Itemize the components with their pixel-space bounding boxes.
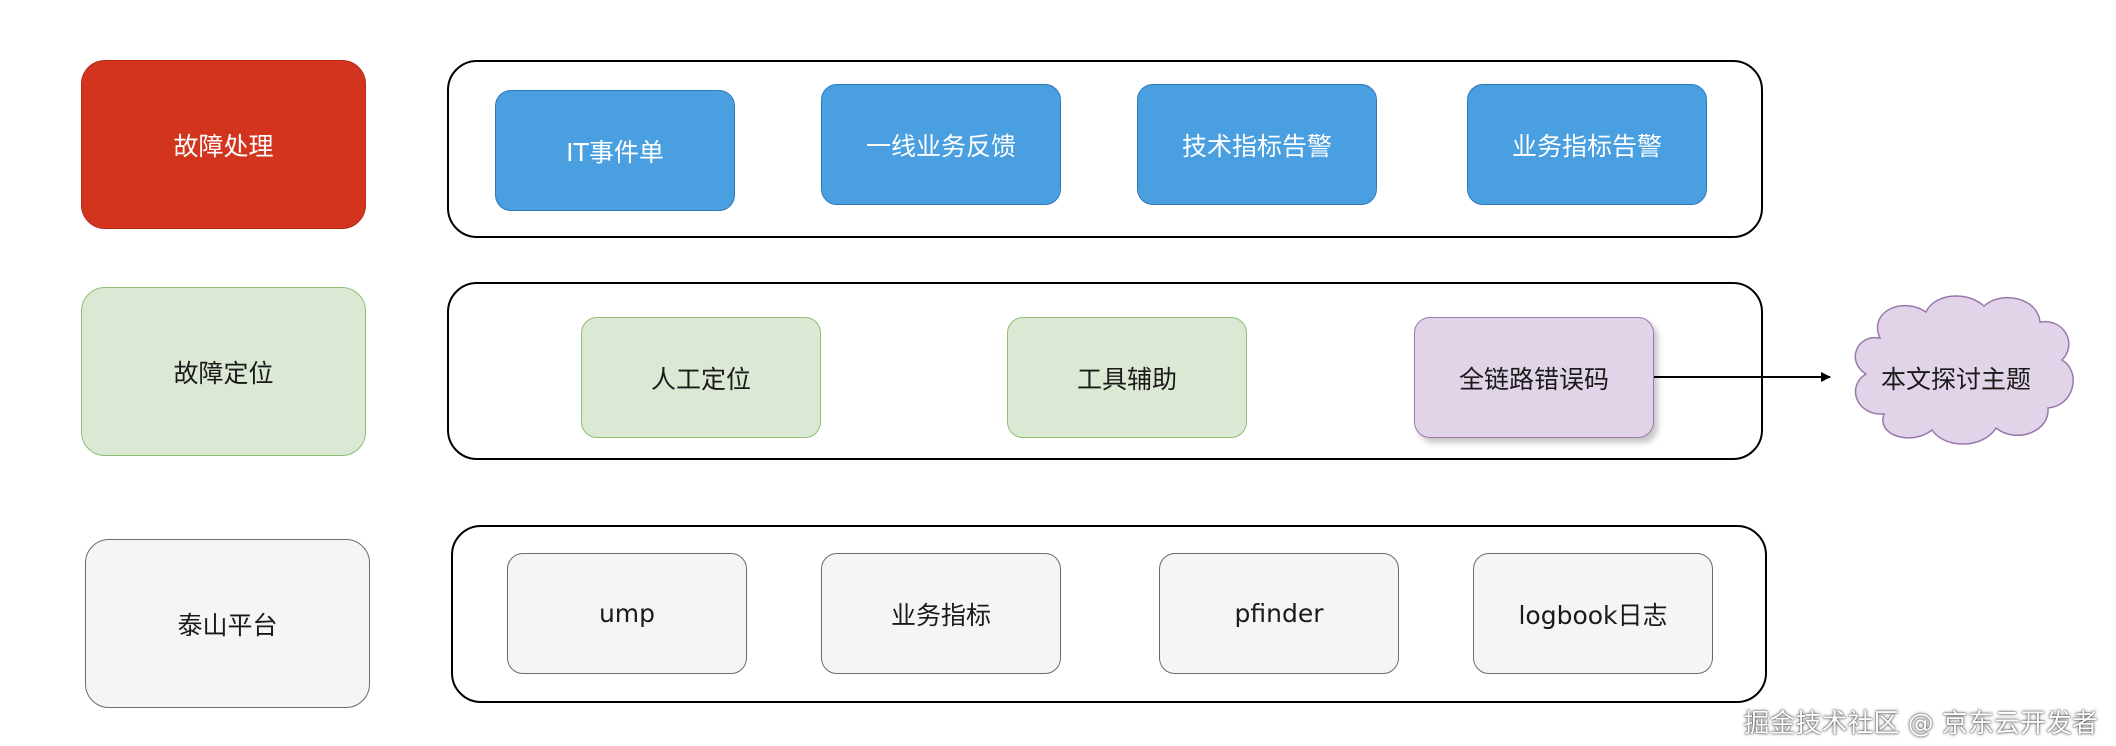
node-label: 全链路错误码	[1458, 364, 1609, 394]
node-business-metric-alert: 业务指标告警	[1467, 84, 1707, 205]
node-frontline-feedback: 一线业务反馈	[821, 84, 1061, 205]
node-full-link-error-code: 全链路错误码	[1414, 317, 1654, 438]
node-logbook-log: logbook日志	[1473, 553, 1713, 674]
node-it-ticket: IT事件单	[495, 90, 735, 211]
watermark: 掘金技术社区 @ 京东云开发者	[1743, 709, 2098, 739]
fault-handling-group	[447, 60, 1763, 238]
topic-cloud-shape	[1854, 295, 2074, 445]
node-label: 工具辅助	[1076, 364, 1177, 394]
node-label: IT事件单	[566, 137, 664, 167]
category-fault-handling: 故障处理	[81, 60, 366, 229]
node-manual-locating: 人工定位	[581, 317, 821, 438]
category-fault-locating: 故障定位	[81, 287, 366, 456]
node-label: 人工定位	[650, 364, 751, 394]
node-tech-metric-alert: 技术指标告警	[1137, 84, 1377, 205]
node-label: 业务指标	[890, 600, 991, 630]
node-business-metric: 业务指标	[821, 553, 1061, 674]
category-label: 泰山平台	[177, 610, 278, 640]
category-label: 故障定位	[173, 358, 274, 388]
taishan-platform-group	[451, 525, 1767, 703]
node-label: 业务指标告警	[1511, 131, 1662, 161]
node-label: ump	[598, 599, 656, 628]
cloud-label: 本文探讨主题	[1880, 365, 2031, 394]
category-taishan-platform: 泰山平台	[85, 539, 370, 708]
node-label: pfinder	[1234, 599, 1324, 628]
node-pfinder: pfinder	[1159, 553, 1399, 674]
node-label: 技术指标告警	[1181, 131, 1332, 161]
node-tool-assist: 工具辅助	[1007, 317, 1247, 438]
node-label: 一线业务反馈	[865, 131, 1016, 161]
node-label: logbook日志	[1518, 600, 1668, 630]
topic-cloud: 本文探讨主题	[1848, 346, 2064, 410]
category-label: 故障处理	[173, 131, 274, 161]
fault-locating-group	[447, 282, 1763, 460]
node-ump: ump	[507, 553, 747, 674]
